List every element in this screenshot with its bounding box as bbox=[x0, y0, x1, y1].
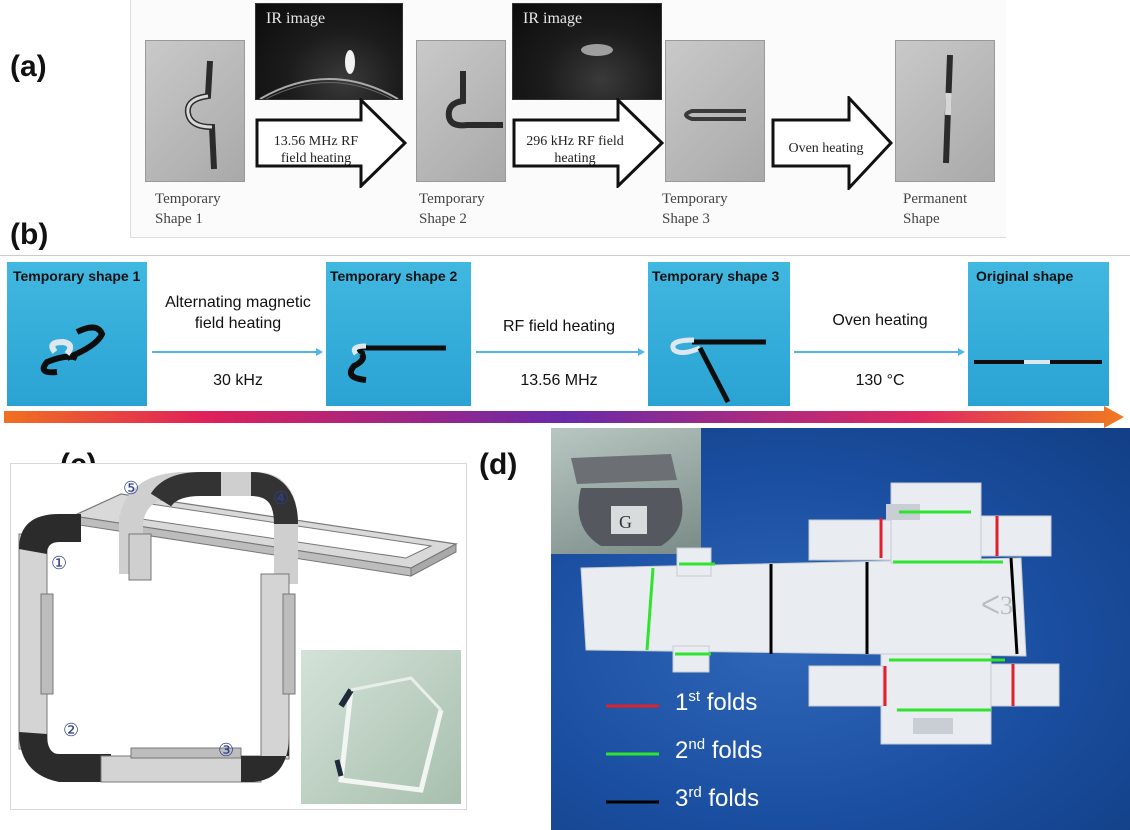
arrow-1-line-1: 13.56 MHz RF bbox=[273, 134, 359, 149]
hinge-number-4: ④ bbox=[273, 488, 289, 508]
svg-text:G: G bbox=[619, 512, 632, 532]
hinge-number-3: ③ bbox=[218, 740, 234, 760]
panel-label-a: (a) bbox=[10, 50, 47, 83]
shape-3-specimen bbox=[684, 109, 746, 121]
tile-1-specimen bbox=[40, 324, 106, 376]
tile-title-4: Original shape bbox=[976, 268, 1074, 284]
tile-2-specimen bbox=[348, 343, 446, 383]
tile-title-3: Temporary shape 3 bbox=[652, 268, 780, 284]
step-1-value: 30 kHz bbox=[213, 372, 263, 389]
step-2-arrow bbox=[476, 348, 645, 356]
legend-entry-1st: 1st folds bbox=[675, 688, 758, 716]
legend-entry-3rd: 3rd folds bbox=[675, 784, 760, 812]
panel-d: G ᐸ3 bbox=[551, 428, 1130, 830]
panel-b: Temporary shape 1 Alternating magnetic f… bbox=[0, 255, 1130, 434]
temporary-shape-3-photo bbox=[665, 40, 765, 182]
hinge-2 bbox=[19, 732, 111, 782]
hinge-number-2: ② bbox=[63, 720, 79, 740]
panel-c: ① ② ③ ④ ⑤ bbox=[10, 463, 467, 810]
net-top-block bbox=[890, 482, 982, 564]
ir-hotspot-2 bbox=[581, 44, 613, 56]
temporary-shape-2-tile: Temporary shape 2 bbox=[326, 262, 471, 406]
ir-image-2: IR image bbox=[512, 3, 662, 100]
arrow-rf-296khz bbox=[512, 98, 664, 188]
caption-temp-1-line-1: Temporary bbox=[155, 191, 221, 207]
folding-frame-diagram: ① ② ③ ④ ⑤ bbox=[18, 472, 458, 783]
net-main-strip bbox=[580, 557, 1027, 657]
first-folds bbox=[879, 516, 1015, 706]
step-3-arrow bbox=[794, 348, 965, 356]
step-2-value: 13.56 MHz bbox=[520, 372, 598, 389]
inset-folded-frame bbox=[334, 676, 444, 793]
step-3-method-line-1: Oven heating bbox=[832, 312, 928, 329]
tile-title-1: Temporary shape 1 bbox=[13, 268, 141, 284]
ir-image-label-1: IR image bbox=[266, 10, 326, 27]
ir-image-1: IR image bbox=[255, 3, 403, 100]
arrow-1-line-2: field heating bbox=[280, 151, 352, 166]
hinge-number-1: ① bbox=[51, 553, 67, 573]
temporary-shape-2-photo bbox=[416, 40, 506, 182]
step-1-arrow bbox=[152, 348, 323, 356]
bottom-strip bbox=[100, 755, 262, 783]
tile-title-2: Temporary shape 2 bbox=[330, 268, 458, 284]
svg-text:ᐸ3: ᐸ3 bbox=[981, 591, 1013, 620]
inset-photo-d: G bbox=[551, 428, 701, 554]
third-folds bbox=[769, 557, 1019, 655]
hinge-1 bbox=[19, 514, 81, 554]
inset-photo-c bbox=[301, 650, 461, 804]
arrow-oven-heating bbox=[771, 96, 893, 190]
ir-hotspot-1 bbox=[259, 50, 399, 99]
second-folds bbox=[645, 510, 1005, 712]
fold-net: ᐸ3 bbox=[580, 482, 1060, 804]
arrow-2-line-1: 296 kHz RF field bbox=[526, 134, 624, 149]
tile-3-specimen bbox=[670, 337, 766, 404]
caption-temp-2-line-2: Shape 2 bbox=[419, 211, 467, 227]
permanent-shape-specimen bbox=[943, 54, 953, 164]
gradient-timeline-arrow bbox=[4, 406, 1124, 428]
permanent-shape-photo bbox=[895, 40, 995, 182]
shape-2-specimen bbox=[445, 71, 503, 129]
caption-permanent-line-1: Permanent bbox=[903, 191, 968, 207]
step-1-method-line-1: Alternating magnetic bbox=[165, 294, 311, 311]
temporary-shape-3-tile: Temporary shape 3 bbox=[648, 262, 790, 406]
caption-temp-3-line-1: Temporary bbox=[662, 191, 728, 207]
hinge-3 bbox=[241, 734, 289, 782]
caption-temp-2-line-1: Temporary bbox=[419, 191, 485, 207]
temporary-shape-1-photo bbox=[145, 40, 245, 182]
panel-label-d: (d) bbox=[479, 448, 518, 481]
step-1-method-line-2: field heating bbox=[194, 315, 282, 332]
shape-1-specimen bbox=[184, 60, 217, 170]
inset-folded-box: G bbox=[571, 454, 683, 546]
caption-permanent-line-2: Shape bbox=[903, 211, 940, 227]
panel-a: IR image 13.56 MHz RF field heating IR i… bbox=[130, 0, 1006, 238]
step-3-value: 130 °C bbox=[855, 372, 905, 389]
original-shape-tile: Original shape bbox=[968, 262, 1109, 406]
tile-4-specimen bbox=[974, 360, 1102, 364]
caption-temp-1-line-2: Shape 1 bbox=[155, 211, 203, 227]
step-2-method-line-1: RF field heating bbox=[502, 318, 616, 335]
arrow-rf-13mhz bbox=[255, 98, 407, 188]
legend-entry-2nd: 2nd folds bbox=[675, 736, 763, 764]
arrow-2-line-2: heating bbox=[554, 151, 596, 166]
arrow-3-line-1: Oven heating bbox=[788, 141, 864, 156]
ir-image-label-2: IR image bbox=[523, 10, 583, 27]
hinge-number-5: ⑤ bbox=[123, 478, 139, 498]
panel-label-b: (b) bbox=[10, 218, 49, 251]
temporary-shape-1-tile: Temporary shape 1 bbox=[7, 262, 147, 406]
caption-temp-3-line-2: Shape 3 bbox=[662, 211, 710, 227]
